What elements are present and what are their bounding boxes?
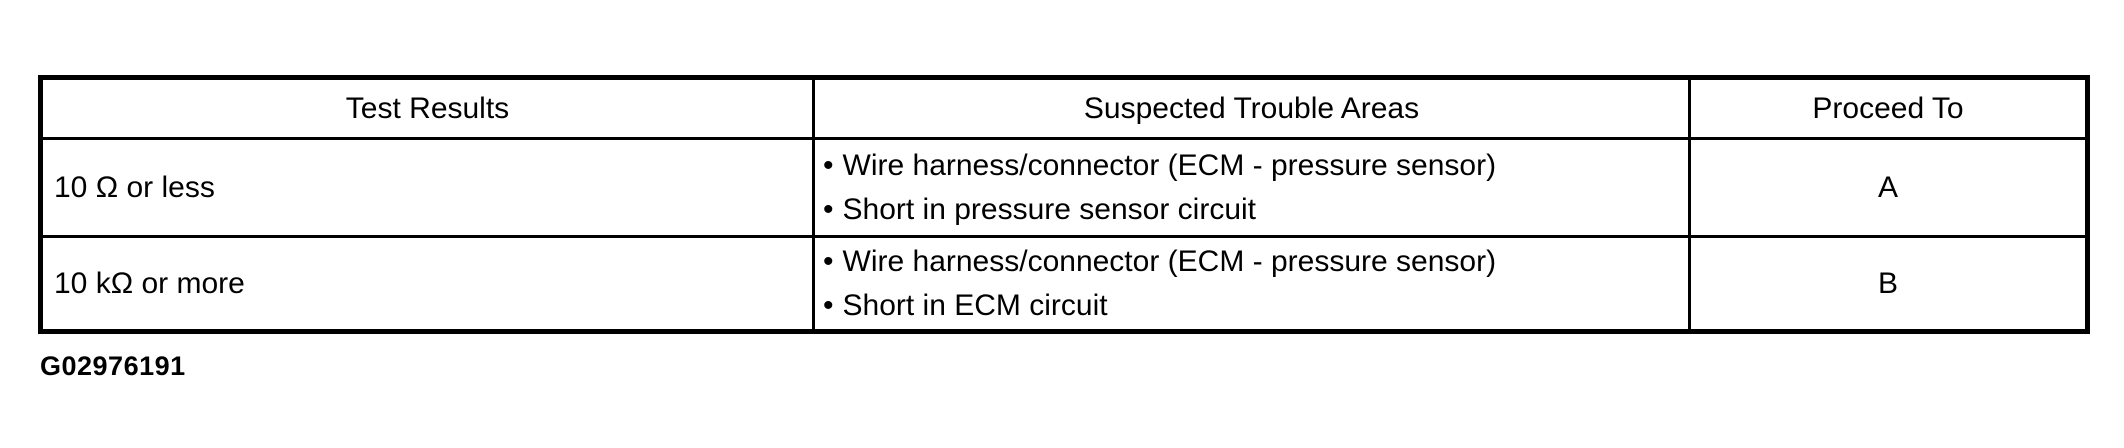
test-result-cell: 10 kΩ or more <box>39 235 815 333</box>
table-row: 10 kΩ or more • Wire harness/connector (… <box>39 235 2089 333</box>
trouble-area-item: • Short in ECM circuit <box>823 284 1687 328</box>
column-header-test-results: Test Results <box>39 76 815 140</box>
column-header-proceed-to: Proceed To <box>1688 76 2089 140</box>
test-result-cell: 10 Ω or less <box>39 137 815 238</box>
trouble-areas-cell: • Wire harness/connector (ECM - pressure… <box>812 137 1691 238</box>
bullet-icon: • <box>823 245 834 278</box>
proceed-to-cell: A <box>1688 137 2089 238</box>
trouble-area-item: • Wire harness/connector (ECM - pressure… <box>823 240 1687 284</box>
proceed-to-cell: B <box>1688 235 2089 333</box>
bullet-icon: • <box>823 192 834 226</box>
trouble-areas-cell: • Wire harness/connector (ECM - pressure… <box>812 235 1691 333</box>
table-header-row: Test Results Suspected Trouble Areas Pro… <box>39 76 2089 140</box>
table-row: 10 Ω or less • Wire harness/connector (E… <box>39 137 2089 238</box>
trouble-area-item: • Wire harness/connector (ECM - pressure… <box>823 144 1687 188</box>
bullet-icon: • <box>823 288 834 322</box>
column-header-suspected-trouble-areas: Suspected Trouble Areas <box>812 76 1691 140</box>
trouble-area-text: Short in ECM circuit <box>842 288 1108 322</box>
bullet-icon: • <box>823 149 834 182</box>
figure-id-label: G02976191 <box>40 351 186 381</box>
trouble-area-text: Wire harness/connector (ECM - pressure s… <box>842 149 1497 182</box>
trouble-area-item: • Short in pressure sensor circuit <box>823 188 1687 232</box>
trouble-area-text: Wire harness/connector (ECM - pressure s… <box>842 245 1497 278</box>
trouble-area-table: Test Results Suspected Trouble Areas Pro… <box>38 75 2090 334</box>
trouble-area-text: Short in pressure sensor circuit <box>842 192 1257 226</box>
